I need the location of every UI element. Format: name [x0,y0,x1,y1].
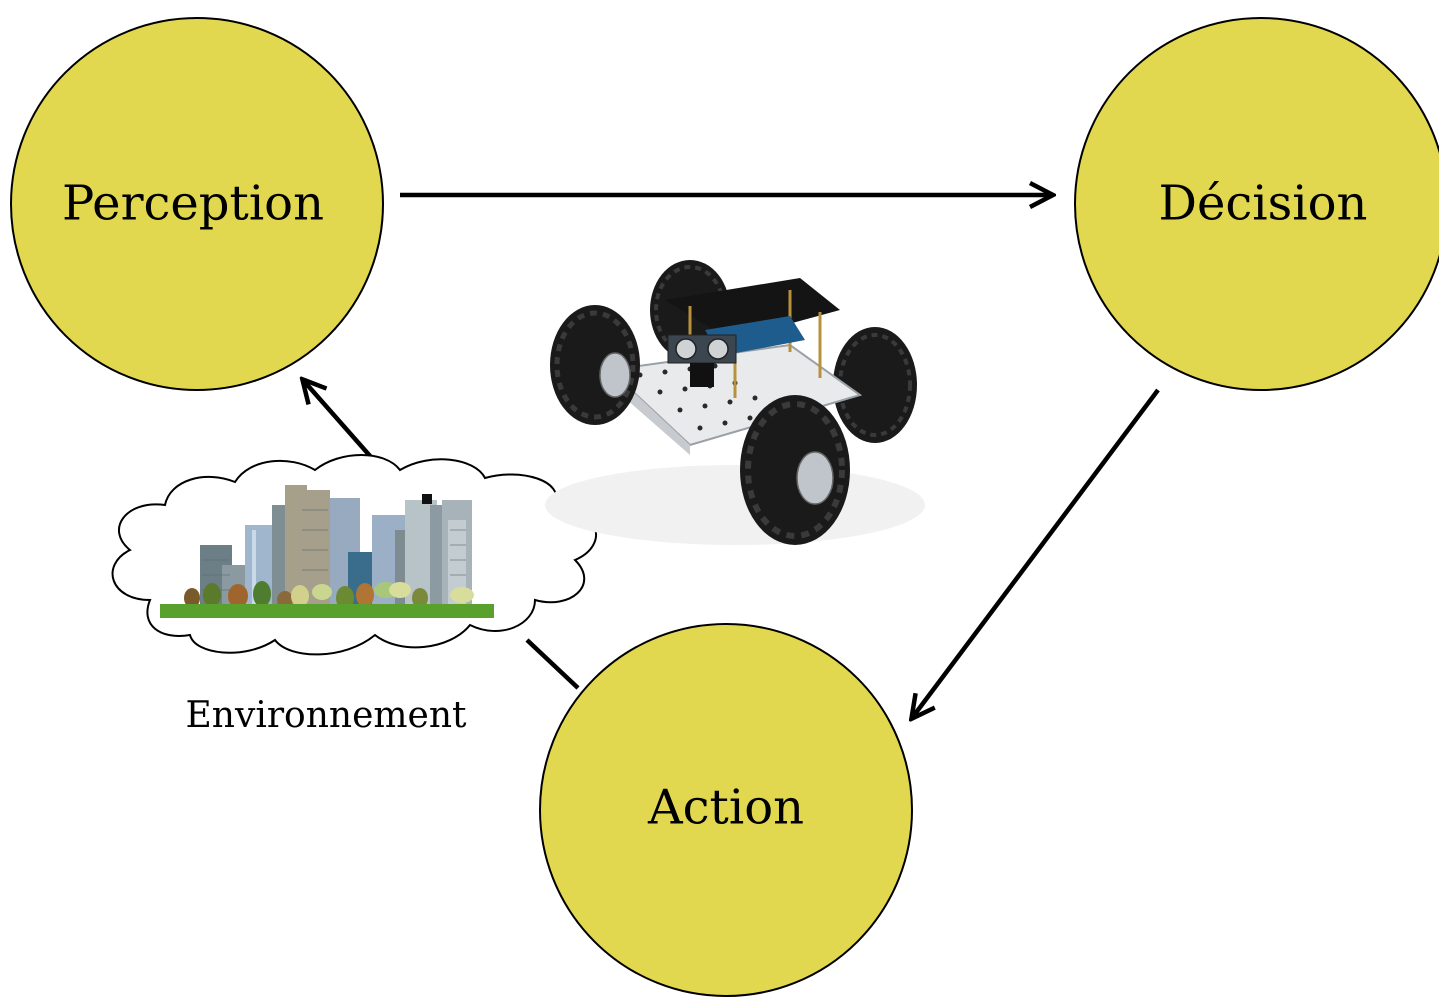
environment-label: Environnement [186,695,468,736]
city-in-cloud-icon [111,454,598,656]
trees [184,581,474,610]
wheel-front-right [740,395,850,545]
top-plate [665,278,840,340]
environment-to-perception-arrow [303,380,380,467]
environment-to-action-connector [525,638,580,690]
perception-node: Perception [10,17,384,391]
perception-label: Perception [62,176,324,232]
action-node: Action [539,623,913,997]
decision-to-action-arrow [912,388,1160,718]
four-wheel-robot-rover-icon [545,260,925,545]
ultrasonic-sensor [667,334,737,387]
wheel-front-left [550,305,640,425]
decision-node: Décision [1074,17,1439,391]
decision-label: Décision [1159,176,1368,232]
action-label: Action [647,780,804,836]
ground [160,604,494,618]
